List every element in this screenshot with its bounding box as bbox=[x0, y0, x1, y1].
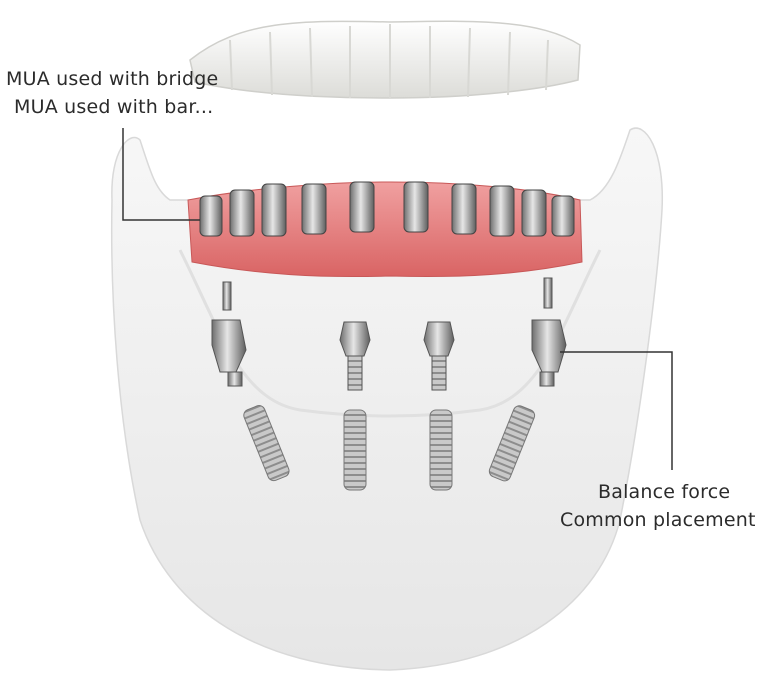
prosthetic-bridge bbox=[188, 182, 582, 277]
callout-balance-force: Balance force bbox=[598, 478, 730, 506]
upper-teeth bbox=[190, 21, 580, 98]
callout-common-placement: Common placement bbox=[560, 506, 756, 534]
callout-mua-bridge: MUA used with bridge bbox=[6, 65, 218, 93]
callout-mua-bar: MUA used with bar... bbox=[14, 93, 213, 121]
